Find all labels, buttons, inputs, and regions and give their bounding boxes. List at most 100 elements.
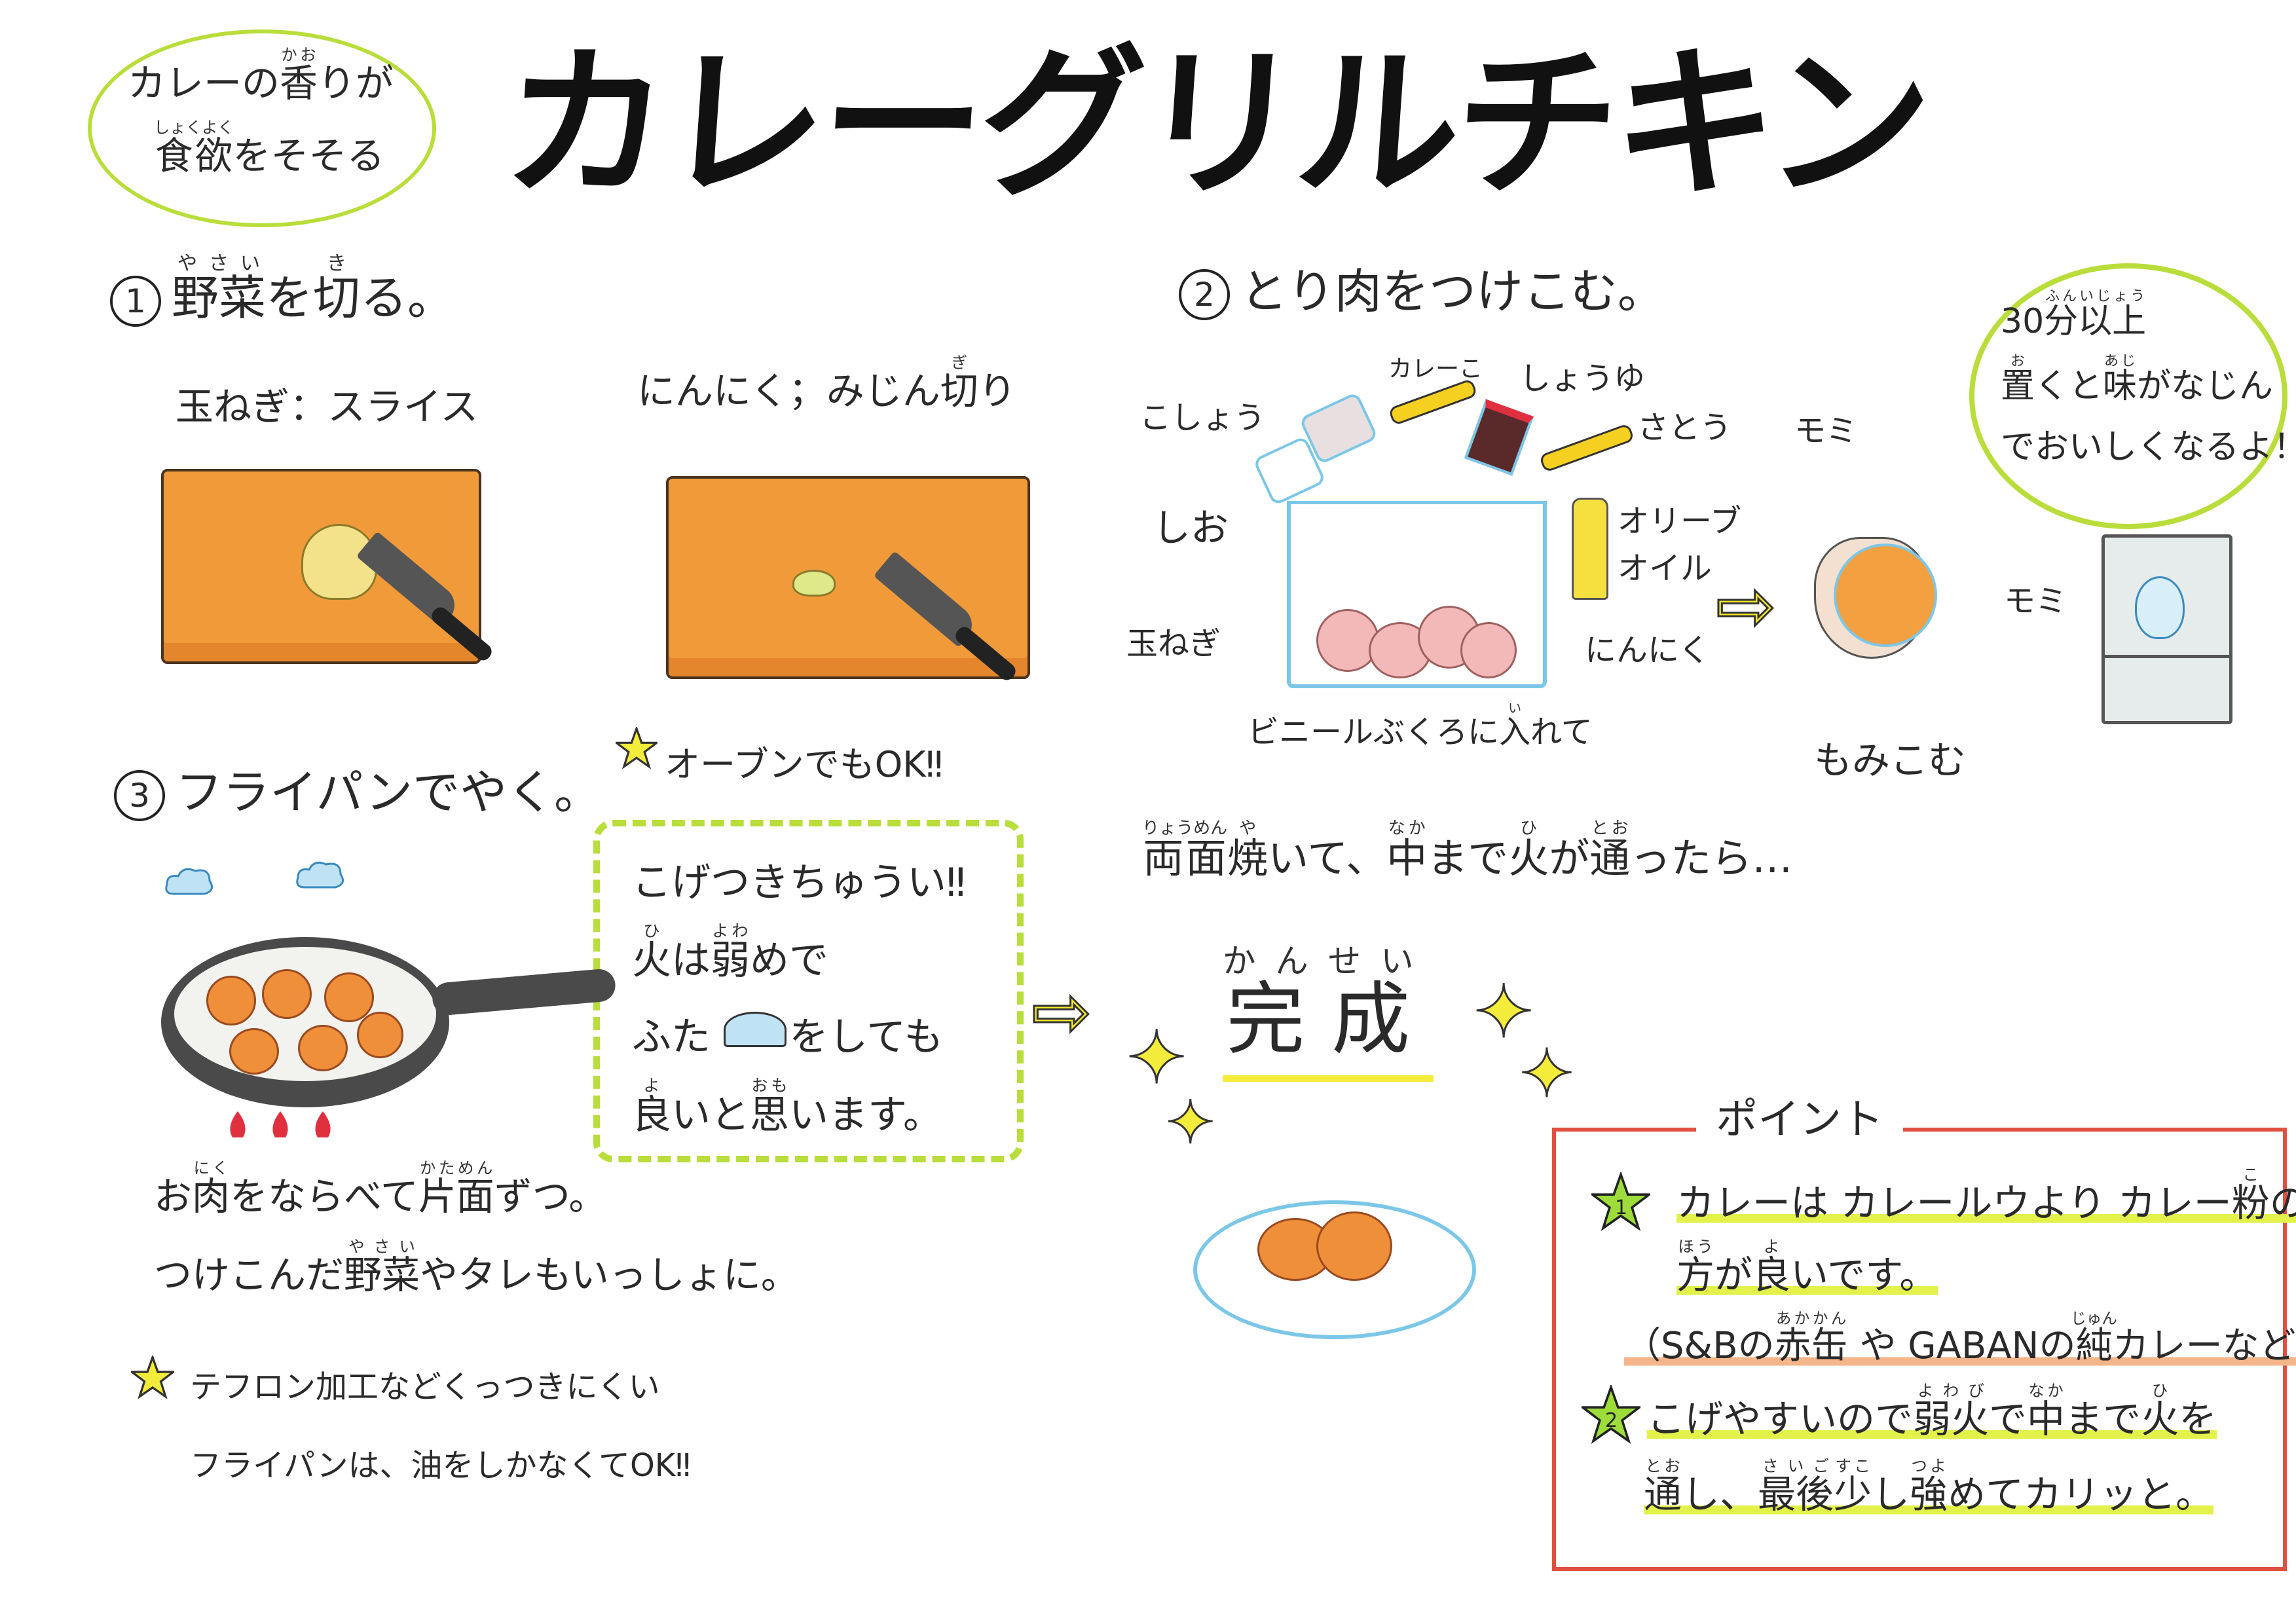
star-2-number: 2 [1605, 1409, 1618, 1432]
soy-sauce-cup-icon [1464, 399, 1534, 476]
text-segment: が [1549, 834, 1590, 882]
text-segment: で [1989, 1397, 2028, 1441]
flame-icons [230, 1111, 331, 1137]
arrow-right-icon: ⇨ [1714, 564, 1777, 648]
sparkle-icon: ✦ [1164, 1088, 1215, 1157]
bag-caption: ビニールぶくろに入いれて [1248, 700, 1593, 758]
massage-word-2: モミ [2004, 583, 2067, 619]
text-segment: まで [1427, 834, 1509, 882]
furigana-word: 両面りょうめん [1142, 819, 1228, 882]
text-segment: れて [1530, 714, 1593, 750]
cutting-board-onion [161, 469, 481, 664]
text-segment: まで [2065, 1397, 2141, 1441]
furigana-word: 火ひ [632, 921, 671, 984]
furigana-word: 思おも [750, 1076, 789, 1138]
caution-line-2: 火ひは弱よわめで [632, 921, 965, 999]
point-1-line-3: （S&Bの赤缶あかかん や GABANの純じゅんカレーなど） [1624, 1309, 2296, 1371]
furigana-word: 弱よわ [711, 921, 750, 984]
furigana-reading: かためん [418, 1158, 494, 1177]
furigana-reading: せい [1327, 942, 1434, 980]
intro-speech-bubble [88, 29, 436, 227]
furigana-word: 中なか [2027, 1381, 2065, 1441]
furigana-reading: ひ [1508, 819, 1549, 838]
text-segment: めてカリッと。 [1948, 1472, 2214, 1517]
text-segment: を [266, 270, 314, 325]
furigana-word: 赤缶あかかん [1774, 1309, 1848, 1367]
olive-oil-bottle-icon [1572, 498, 1608, 600]
text-segment: こげやすいので [1647, 1397, 1914, 1441]
text-segment: カレーの [128, 61, 280, 105]
furigana-reading: なか [2027, 1381, 2065, 1400]
text-segment: し [1872, 1472, 1910, 1517]
furigana-reading: しょくよく [154, 118, 234, 138]
furigana-word: 少すこ [1834, 1456, 1872, 1517]
intro-bubble-text: カレーの香かおりが 食欲しょくよくをそそる [128, 45, 394, 192]
soy-sauce-label: しょうゆ [1519, 360, 1646, 397]
intro-line-1: カレーの香かおりが [128, 45, 394, 119]
page-title: カレーグリルチキン [497, 29, 1933, 219]
points-title: ポイント [1696, 1095, 1903, 1145]
grilled-chicken-icon [1316, 1211, 1392, 1281]
plate-icon [1193, 1200, 1476, 1339]
text-segment: ビニールぶくろに [1248, 714, 1500, 750]
furigana-reading: やさい [344, 1237, 420, 1256]
furigana-word: 切ぎ [940, 353, 978, 413]
bubble-line-3: でおいしくなるよ！ [2001, 428, 2296, 468]
step1-heading-text: 野菜やさいを切きる。 [172, 252, 454, 325]
furigana-reading: き [313, 252, 361, 275]
pepper-label: こしょう [1139, 399, 1266, 436]
furigana-word: 強つよ [1910, 1456, 1948, 1517]
massage-caption: もみこむ [1814, 738, 1967, 783]
text-segment: をつけこむ。 [1382, 264, 1665, 319]
furigana-reading: すこ [1834, 1456, 1872, 1475]
text-segment: や GABANの [1847, 1325, 2076, 1367]
massage-word-1: モミ [1794, 413, 1858, 449]
text-segment: います。 [789, 1092, 942, 1138]
furigana-reading: おも [750, 1076, 789, 1095]
arrow-right-icon: ⇨ [1030, 970, 1092, 1054]
furigana-word: 焼や [1227, 819, 1268, 882]
text-segment: の [2269, 1181, 2296, 1225]
furigana-reading: かお [280, 45, 318, 64]
furigana-word: 完かん [1223, 942, 1328, 1065]
furigana-word: 火ひ [1508, 819, 1549, 882]
point-2-line-2: 通とおし、最後さいご少すこし強つよめてカリッと。 [1644, 1456, 2214, 1520]
caution-line-1: こげつきちゅうい‼ [632, 860, 966, 906]
point-1-line-1: カレーは カレールウより カレー粉この [1676, 1165, 2296, 1228]
bag-character-icon [2135, 576, 2185, 639]
furigana-word: 味あじ [2103, 352, 2138, 406]
text-segment: が [1714, 1253, 1753, 1297]
caution-line-4: 良よいと思おもいます。 [632, 1076, 965, 1154]
furigana-reading: よ [1752, 1237, 1791, 1256]
furigana-word: 方ほう [1676, 1237, 1715, 1297]
pan-handle-icon [431, 967, 617, 1017]
star-icon [616, 727, 657, 769]
garlic-label-bag: にんにく [1585, 632, 1711, 669]
point-1-line-2: 方ほうが良よいです。 [1676, 1237, 1938, 1301]
salt-label: しお [1153, 506, 1229, 550]
step3-heading-text: フライパンでやく。 [176, 765, 602, 820]
furigana-word: 肉にく [192, 1158, 231, 1219]
furigana-reading: い [1499, 700, 1531, 716]
furigana-reading: りょうめん [1142, 819, 1228, 838]
text-segment: をそそる [232, 134, 385, 179]
furigana-word: 分以上ふんいじょう [2044, 288, 2147, 341]
furigana-word: 食欲しょくよく [154, 118, 234, 179]
teflon-tip-line-1: テフロン加工などくっつきにくい [190, 1369, 660, 1405]
caution-spiky-bubble [593, 820, 1024, 1162]
step3-line-1: お肉にくをならべて片面かためんずつ。 [154, 1158, 606, 1227]
furigana-reading: ほう [1676, 1237, 1714, 1256]
furigana-reading: よわ [711, 921, 750, 940]
text-segment: 30 [2001, 302, 2045, 341]
text-segment: ったら… [1630, 834, 1793, 882]
step3-number: 3 [114, 770, 165, 822]
text-segment: カレーなど） [2112, 1325, 2296, 1367]
sparkle-icon: ✦ [1519, 1035, 1576, 1112]
step1-number: 1 [110, 276, 161, 327]
oven-note: オーブンでもOK‼ [665, 744, 943, 785]
sparkle-icon: ✦ [1472, 970, 1534, 1054]
furigana-word: 粉こ [2231, 1165, 2270, 1225]
text-segment: お [154, 1174, 193, 1219]
